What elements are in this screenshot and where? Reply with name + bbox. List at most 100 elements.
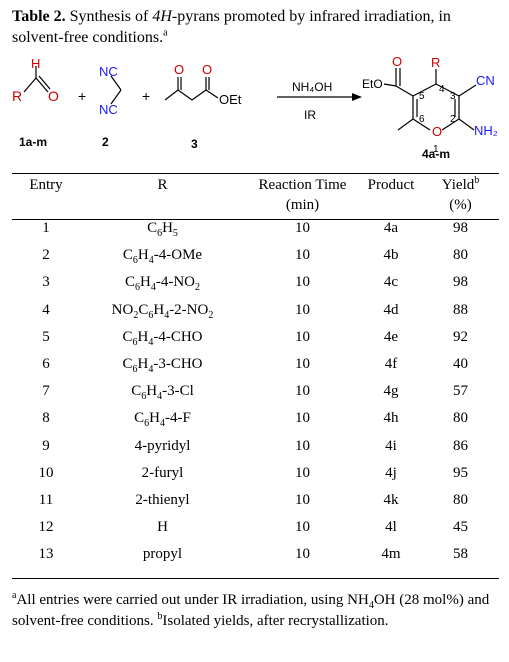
- product-cell: 4m: [381, 546, 401, 563]
- entry-cell: 7: [42, 383, 50, 400]
- time-cell: 10: [295, 464, 310, 481]
- yield-cell: 92: [453, 328, 468, 345]
- entry-cell: 8: [42, 410, 50, 427]
- table-bottom-rule: [12, 578, 499, 579]
- time-cell: 10: [295, 437, 310, 454]
- nitrile-top-label: NC: [99, 64, 118, 79]
- header-r: R: [157, 177, 168, 193]
- time-cell: 10: [295, 220, 310, 236]
- r-group-part: 2: [195, 282, 200, 294]
- bond: [412, 83, 437, 97]
- position-4: 4: [439, 84, 445, 95]
- table-row: 4 NO2C6H4-2-NO2 10 4d 88: [12, 297, 499, 324]
- table-top-rule: [12, 173, 499, 174]
- header-yield: Yieldb(%): [441, 175, 480, 214]
- r-group-part: H: [137, 356, 149, 373]
- bond: [397, 118, 414, 131]
- aldehyde-r-label: R: [12, 88, 22, 104]
- r-group-part: -4-NO: [155, 274, 195, 291]
- time-cell: 10: [295, 247, 310, 264]
- yield-cell: 58: [453, 546, 468, 563]
- product-eto-label: EtO: [362, 77, 383, 91]
- entry-cell: 3: [42, 274, 50, 291]
- scheme-bonds: [23, 66, 477, 131]
- r-group-cell: H: [80, 514, 245, 541]
- r-group-part: 6: [157, 228, 163, 239]
- entry-cell: 6: [42, 356, 50, 373]
- r-group-part: H: [137, 328, 149, 345]
- bond: [23, 77, 37, 93]
- bond: [412, 118, 431, 131]
- position-1: 1: [433, 144, 439, 155]
- r-group-part: -4-F: [165, 410, 191, 427]
- time-cell: 10: [295, 410, 310, 427]
- r-group-part: C: [122, 328, 133, 345]
- r-group-cell: 4-pyridyl: [80, 433, 245, 460]
- r-group-part: -2-NO: [169, 301, 209, 318]
- r-group-cell: C6H4-3-CHO: [80, 351, 245, 378]
- r-group-cell: NO2C6H4-2-NO2: [80, 297, 245, 324]
- bond: [441, 118, 460, 131]
- r-group-part: 6: [132, 255, 138, 267]
- entry-cell: 12: [38, 519, 54, 536]
- aldehyde-h-label: H: [31, 56, 40, 71]
- r-group-cell: 2-furyl: [80, 460, 245, 487]
- time-cell: 10: [295, 356, 310, 373]
- r-group-part: 5: [172, 228, 178, 239]
- yield-cell: 98: [453, 220, 468, 236]
- product-cell: 4b: [383, 247, 399, 264]
- results-table: Entry R Reaction Time(min) Product Yield…: [12, 175, 499, 569]
- entry-cell: 13: [38, 546, 54, 563]
- reagent-label: NH₄OH: [292, 80, 332, 94]
- position-6: 6: [419, 114, 425, 125]
- bond: [395, 85, 414, 97]
- r-group-cell: C6H4-4-NO2: [80, 269, 245, 296]
- yield-cell: 88: [453, 301, 468, 318]
- product-r-label: R: [431, 55, 440, 70]
- bond: [164, 89, 179, 101]
- product-cell: 4l: [385, 519, 397, 536]
- r-group-part: H: [146, 383, 158, 400]
- entry-cell: 1: [42, 220, 50, 236]
- product-cell: 4d: [383, 301, 399, 318]
- r-group-part: 4: [157, 391, 163, 403]
- r-group-part: 4: [148, 364, 154, 376]
- r-group-part: 6: [135, 282, 140, 294]
- r-group-cell: C6H4-4-F: [80, 405, 245, 432]
- header-product: Product: [367, 177, 415, 193]
- bond: [191, 89, 207, 101]
- time-cell: 10: [295, 301, 310, 318]
- r-group-part: -4-CHO: [153, 328, 203, 345]
- r-group-part: 4: [148, 255, 154, 267]
- compound-2-label: 2: [102, 135, 109, 149]
- bond: [38, 75, 51, 90]
- reaction-scheme: H R O 1a-m + NC NC 2 + O O OEt 3 NH₄OH I…: [12, 54, 498, 161]
- aldehyde-o-label: O: [48, 88, 59, 104]
- position-5: 5: [419, 91, 425, 102]
- footnote-mark-b: b: [157, 611, 163, 622]
- plus-sign: +: [142, 88, 150, 104]
- time-cell: 10: [295, 383, 310, 400]
- bond: [110, 89, 122, 105]
- r-group-part: C: [134, 410, 145, 427]
- position-3: 3: [450, 91, 456, 102]
- r-group-part: H: [157, 519, 168, 536]
- entry-cell: 4: [42, 301, 50, 318]
- r-group-part: 6: [144, 418, 150, 430]
- r-group-part: 4: [160, 418, 165, 430]
- entry-cell: 5: [42, 328, 50, 345]
- bond: [110, 75, 122, 91]
- ketone-o-label: O: [174, 62, 184, 77]
- product-cell: 4a: [383, 220, 399, 236]
- r-group-part: 4-pyridyl: [134, 437, 191, 454]
- yield-cell: 86: [453, 437, 468, 454]
- ester-oet-label: OEt: [219, 92, 242, 107]
- time-cell: 10: [295, 519, 310, 536]
- ester-o-label: O: [202, 62, 212, 77]
